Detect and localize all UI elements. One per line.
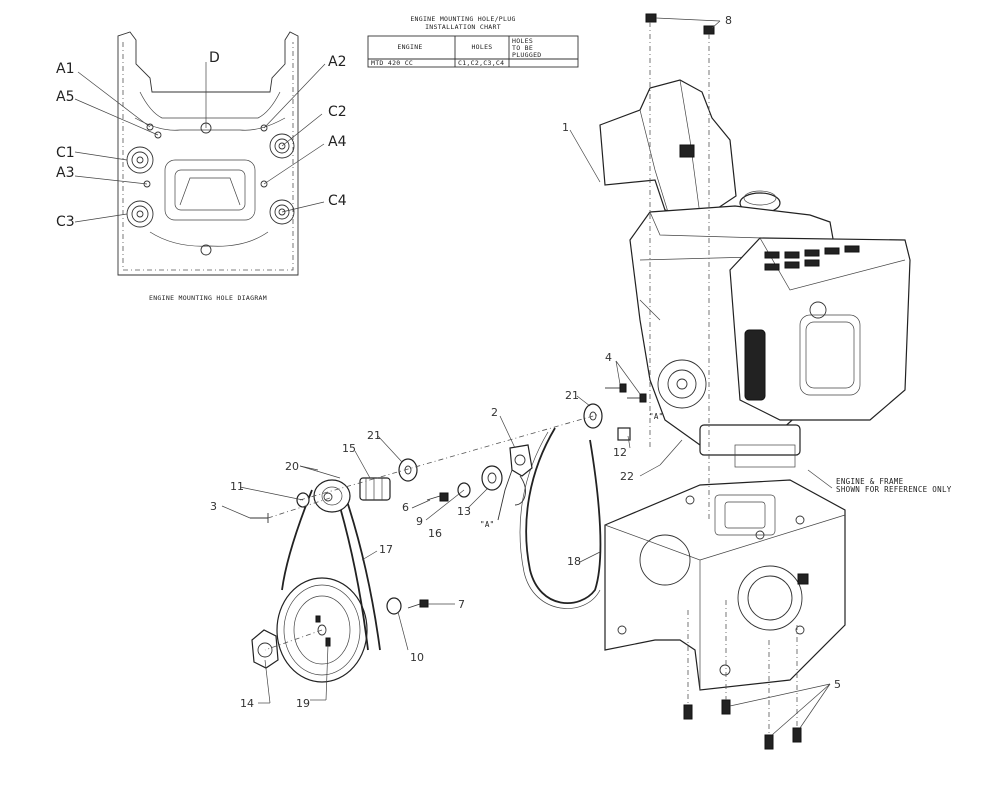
callout-16: 16 — [428, 527, 442, 540]
engine-mounting-hole-diagram: A1 A5 C1 A3 C3 D A2 C2 A4 C4 ENGINE MOUN… — [56, 31, 347, 302]
callouts: 1 2 3 4 5 6 7 8 9 10 11 12 13 14 15 16 1… — [210, 14, 841, 710]
chart-col-plug-3: PLUGGED — [512, 51, 542, 59]
chart-col-plug-2: TO BE — [512, 44, 533, 52]
callout-21b: 21 — [565, 389, 579, 402]
callout-1: 1 — [562, 121, 569, 134]
callout-21a: 21 — [367, 429, 381, 442]
callout-17: 17 — [379, 543, 393, 556]
callout-12: 12 — [613, 446, 627, 459]
reference-note-line1: ENGINE & FRAME — [836, 477, 904, 486]
leader-lines — [221, 17, 833, 736]
callout-4: 4 — [605, 351, 612, 364]
chart-col-plug-1: HOLES — [512, 37, 533, 45]
callout-7: 7 — [458, 598, 465, 611]
callout-13: 13 — [457, 505, 471, 518]
chart-row-holes: C1,C2,C3,C4 — [458, 59, 504, 67]
reference-note-line2: SHOWN FOR REFERENCE ONLY — [836, 485, 952, 494]
label-C2: C2 — [328, 104, 347, 120]
mark-a-left: "A" — [480, 520, 494, 529]
chart-title-line1: ENGINE MOUNTING HOLE/PLUG — [410, 15, 515, 23]
label-A4: A4 — [328, 134, 347, 150]
label-A2: A2 — [328, 54, 346, 70]
chart-row-engine: MTD 420 CC — [371, 59, 413, 67]
callout-5: 5 — [834, 678, 841, 691]
dashed-centerlines — [264, 22, 798, 735]
callout-15: 15 — [342, 442, 356, 455]
label-A5: A5 — [56, 89, 74, 105]
chart-title-line2: INSTALLATION CHART — [425, 23, 501, 31]
frame — [604, 479, 846, 691]
chart-col-engine: ENGINE — [397, 43, 422, 51]
callout-10: 10 — [410, 651, 424, 664]
label-C4: C4 — [328, 193, 347, 209]
callout-20: 20 — [285, 460, 299, 473]
installation-chart: ENGINE MOUNTING HOLE/PLUG INSTALLATION C… — [367, 15, 579, 68]
hub-14 — [251, 629, 279, 669]
engine — [599, 79, 911, 468]
label-C1: C1 — [56, 145, 75, 161]
washers — [296, 403, 603, 615]
callout-9: 9 — [416, 515, 423, 528]
idler-arm-2 — [497, 444, 533, 521]
mark-a-right: "A" — [649, 412, 663, 421]
callout-19: 19 — [296, 697, 310, 710]
hole-diagram-caption: ENGINE MOUNTING HOLE DIAGRAM — [149, 294, 267, 302]
callout-2: 2 — [491, 406, 498, 419]
callout-6: 6 — [402, 501, 409, 514]
label-A1: A1 — [56, 61, 74, 77]
callout-8: 8 — [725, 14, 732, 27]
callout-14: 14 — [240, 697, 254, 710]
chart-col-holes: HOLES — [471, 43, 492, 51]
callout-11: 11 — [230, 480, 244, 493]
callout-3: 3 — [210, 500, 217, 513]
belt-18 — [519, 427, 602, 609]
label-D: D — [209, 50, 220, 66]
upper-pulley-20 — [313, 477, 391, 513]
callout-18: 18 — [567, 555, 581, 568]
label-A3: A3 — [56, 165, 74, 181]
callout-22: 22 — [620, 470, 634, 483]
label-C3: C3 — [56, 214, 75, 230]
